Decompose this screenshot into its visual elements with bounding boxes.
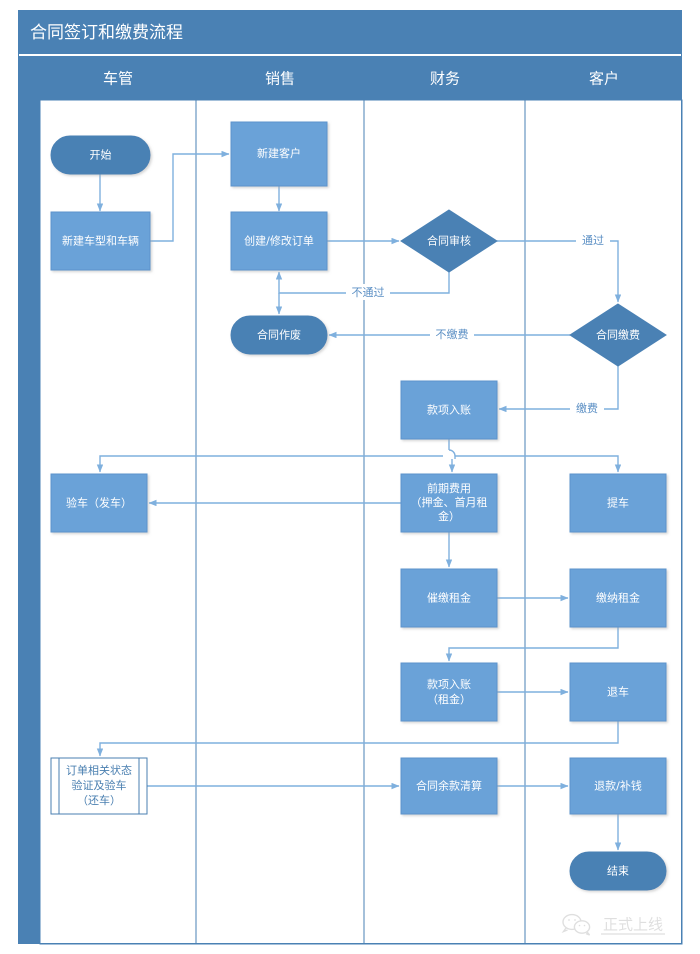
node-settle-label: 合同余款清算 (416, 779, 482, 793)
edge-audit-to-pay-decision (497, 240, 622, 303)
node-order-verify[interactable]: 订单相关状态 验证及验车 （还车） (50, 757, 148, 815)
edge-label-pass: 通过 (582, 234, 604, 247)
edge-label-pass-bg (576, 232, 610, 248)
node-order-verify-line3: （还车） (77, 793, 121, 807)
node-order-verify-line2: 验证及验车 (72, 778, 127, 792)
node-create-order-shape[interactable] (230, 211, 328, 271)
node-pick-up-car-shape[interactable] (569, 473, 667, 533)
edge-new-vehicle-to-new-customer (150, 150, 230, 242)
node-order-verify-line1: 订单相关状态 (66, 763, 132, 777)
node-refund-label: 退款/补钱 (594, 779, 642, 793)
node-audit-shape[interactable] (400, 209, 498, 273)
node-audit-label: 合同审核 (427, 234, 471, 248)
node-inspect-out-shape[interactable] (50, 473, 148, 533)
lane-left-band (18, 56, 40, 944)
node-end-shape[interactable] (569, 851, 667, 891)
edge-layer (96, 150, 622, 851)
edge-label-pay-bg (570, 400, 604, 416)
node-new-vehicle[interactable]: 新建车型和车辆 (50, 211, 151, 271)
lane-header-xiaoshou[interactable]: 销售 (265, 70, 295, 88)
node-end[interactable]: 结束 (569, 851, 667, 891)
node-settle-shape[interactable] (400, 757, 498, 815)
node-urge-rent-shape[interactable] (400, 568, 498, 628)
node-void-contract-shape[interactable] (230, 315, 328, 355)
edge-label-pay: 缴费 (576, 401, 598, 415)
node-funds-in-2[interactable]: 款项入账 （租金） (400, 662, 498, 722)
node-urge-rent-label: 催缴租金 (427, 591, 471, 605)
node-return-car-label: 退车 (607, 685, 629, 699)
node-pick-up-car[interactable]: 提车 (569, 473, 667, 533)
node-void-contract[interactable]: 合同作废 (230, 315, 328, 355)
watermark: 正式上线 (561, 913, 665, 936)
node-inspect-out-label: 验车（发车） (66, 496, 132, 510)
node-pay-rent-label: 缴纳租金 (596, 591, 640, 605)
node-funds-in-1-label: 款项入账 (427, 403, 471, 417)
watermark-label: 正式上线 (603, 916, 663, 934)
node-funds-in-2-line1: 款项入账 (427, 677, 471, 691)
node-urge-rent[interactable]: 催缴租金 (400, 568, 498, 628)
node-pay-decision-shape[interactable] (569, 303, 667, 367)
node-funds-in-2-line2: （租金） (427, 692, 471, 706)
node-refund-shape[interactable] (569, 757, 667, 815)
node-pay-decision-label: 合同缴费 (596, 328, 640, 342)
node-settle[interactable]: 合同余款清算 (400, 757, 498, 815)
page-title: 合同签订和缴费流程 (30, 23, 183, 43)
edge-pay-rent-to-funds-in-2 (445, 627, 619, 662)
node-new-customer-label: 新建客户 (257, 146, 301, 160)
wechat-icon (561, 913, 591, 936)
node-pay-rent-shape[interactable] (569, 568, 667, 628)
node-create-order-label: 创建/修改订单 (244, 234, 314, 248)
node-refund[interactable]: 退款/补钱 (569, 757, 667, 815)
edge-label-fail: 不通过 (352, 286, 385, 299)
lane-header-chegguan[interactable]: 车管 (103, 70, 133, 88)
node-initial-fee[interactable]: 前期费用 （押金、首月租 金） (400, 473, 498, 533)
node-layer: 开始 新建车型和车辆 新建客户 创建/修改订单 合同作废 合同审核 (50, 121, 667, 891)
node-new-vehicle-label: 新建车型和车辆 (62, 234, 139, 248)
node-audit[interactable]: 合同审核 (400, 209, 498, 273)
node-new-customer[interactable]: 新建客户 (230, 121, 328, 187)
node-create-order[interactable]: 创建/修改订单 (230, 211, 328, 271)
node-start-shape[interactable] (50, 135, 151, 175)
node-initial-fee-line1: 前期费用 (427, 481, 471, 495)
node-start-label: 开始 (90, 148, 112, 162)
node-funds-in-1[interactable]: 款项入账 (400, 380, 498, 440)
edge-label-nopay: 不缴费 (436, 327, 469, 341)
edge-funds-in-1-to-pick-up-car (455, 455, 622, 473)
node-new-vehicle-shape[interactable] (50, 211, 151, 271)
node-funds-in-2-shape[interactable] (400, 662, 498, 722)
node-pick-up-car-label: 提车 (607, 496, 629, 510)
edge-pay-decision-to-funds-in-1 (498, 366, 619, 413)
node-start[interactable]: 开始 (50, 135, 151, 175)
node-initial-fee-shape[interactable] (400, 473, 498, 533)
edge-label-nopay-bg (430, 326, 474, 342)
lane-header-kehu[interactable]: 客户 (589, 70, 619, 88)
node-new-customer-shape[interactable] (230, 121, 328, 187)
node-pay-decision[interactable]: 合同缴费 (569, 303, 667, 367)
frame-border (18, 10, 682, 944)
edge-label-fail-bg (346, 284, 390, 300)
node-order-verify-shape[interactable] (50, 757, 148, 815)
node-funds-in-1-shape[interactable] (400, 380, 498, 440)
node-pay-rent[interactable]: 缴纳租金 (569, 568, 667, 628)
edge-label-layer: 通过 不通过 不缴费 缴费 (346, 232, 610, 416)
lane-header-row (40, 56, 682, 100)
edge-funds-in-1-to-inspect-out (96, 455, 443, 473)
node-end-label: 结束 (607, 865, 629, 878)
node-return-car-shape[interactable] (569, 662, 667, 722)
lane-header-caiwu[interactable]: 财务 (430, 70, 460, 88)
edge-return-car-to-order-verify (96, 721, 619, 757)
node-initial-fee-line3: 金） (438, 509, 460, 523)
node-initial-fee-line2: （押金、首月租 (411, 495, 488, 509)
node-return-car[interactable]: 退车 (569, 662, 667, 722)
node-void-contract-label: 合同作废 (257, 328, 301, 342)
node-inspect-out[interactable]: 验车（发车） (50, 473, 148, 533)
title-bar (18, 10, 682, 54)
